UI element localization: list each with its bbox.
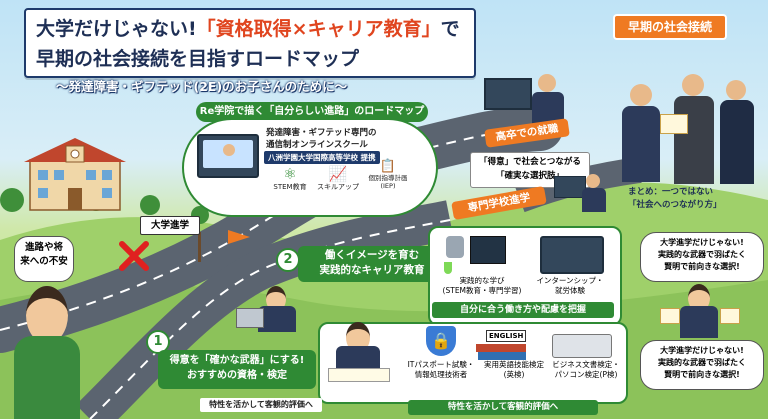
section1-footer-right: 特性を活かして客観的評価へ <box>408 400 598 415</box>
book-icon <box>476 344 526 352</box>
feature-stem-label: STEM教育 <box>273 183 307 191</box>
student-studying-illustration <box>318 318 398 382</box>
title-panel: 大学だけじゃない!「資格取得×キャリア教育」で 早期の社会接続を目指すロードマッ… <box>24 8 476 78</box>
child-sweater <box>14 336 80 419</box>
video-call-icon <box>540 236 604 274</box>
roadmap-desc-2: 通信制オンラインスクール <box>266 140 368 150</box>
student-head <box>688 284 710 312</box>
feature-skillup: 📈 スキルアップ <box>314 166 362 192</box>
person-head <box>586 174 600 188</box>
section2-item1: 実践的な学び (STEM教育・専門学習) <box>442 276 522 295</box>
laptop-illustration <box>197 134 259 178</box>
section1-footer-left: 特性を活かして客観的評価へ <box>200 398 322 412</box>
university-sign: 大学進学 <box>140 216 200 235</box>
worry-bubble: 進路や将 来への不安 <box>14 236 74 282</box>
student-uniform <box>680 306 718 338</box>
person-suit <box>720 100 754 184</box>
feature-skillup-label: スキルアップ <box>317 183 359 191</box>
office-workers-illustration <box>478 70 598 130</box>
tokui-line-2: 「確実な選択肢」 <box>495 171 564 181</box>
certificate-icon <box>660 308 680 324</box>
feature-iep: 📋 個別指導計画 (IEP) <box>362 159 414 191</box>
section2-footer: 自分に合う働き方や配慮を把握 <box>432 302 614 318</box>
robot-lab-illustration <box>442 232 512 274</box>
happy-student-illustration <box>660 282 740 338</box>
tokui-line-1: 「得意」で社会とつながる <box>479 157 581 167</box>
growth-chart-icon: 📈 <box>328 165 348 183</box>
person-suit <box>674 96 714 184</box>
keyboard-icon <box>552 334 612 358</box>
summary-line-2: 「社会へのつながり方」 <box>628 200 722 210</box>
person-head <box>630 84 652 106</box>
section1-item1: ITパスポート試験・ 情報処理技術者 <box>407 360 475 379</box>
step-2-number: 2 <box>276 248 300 272</box>
business-people-illustration <box>600 44 768 184</box>
student-laptop-illustration <box>236 286 320 334</box>
section1-title: 得意を「確かな武器」にする! おすすめの資格・検定 <box>158 350 316 389</box>
subtitle: 〜発達障害・ギフテッド(2E)のお子さんのために〜 <box>56 79 348 94</box>
section1-title-2: おすすめの資格・検定 <box>187 370 287 381</box>
section1-item2: 実用英語技能検定 (英検) <box>484 360 544 379</box>
internship-illustration <box>534 232 606 274</box>
certificate-icon <box>660 114 688 134</box>
book-icon <box>478 352 526 360</box>
flask-icon <box>444 262 452 274</box>
section2-item2: インターンシップ・ 就労体験 <box>536 276 604 295</box>
section2-title: 働くイメージを育む 実践的なキャリア教育 <box>298 246 446 282</box>
certificate-icon <box>720 308 740 324</box>
roadmap-desc-1: 発達障害・ギフテッド専門の <box>266 128 377 138</box>
child-head <box>26 286 68 344</box>
title-highlight: 「資格取得×キャリア教育」 <box>196 18 441 40</box>
speech-bubble-top: 大学進学だけじゃない! 実践的な武器で羽ばたく 賢明で前向きな選択! <box>640 232 764 282</box>
title-line-1: 大学だけじゃない!「資格取得×キャリア教育」で <box>36 14 460 41</box>
roadmap-header: Re学院で描く「自分らしい進路」のロードマップ <box>196 102 428 122</box>
person-head <box>726 80 746 100</box>
worried-child-illustration <box>0 286 96 419</box>
summary-text: まとめ：一つではない 「社会へのつながり方」 <box>628 186 722 212</box>
person-head <box>538 74 556 92</box>
title-part-c: で <box>440 18 460 40</box>
flag-icon <box>228 230 250 244</box>
teacher-icon <box>223 144 235 156</box>
section2-title-1: 働くイメージを育む <box>324 249 420 261</box>
monitor-icon <box>554 176 586 198</box>
person-suit <box>622 106 660 182</box>
student-uniform <box>258 306 296 332</box>
student-uniform <box>336 346 380 368</box>
section1-item3: ビジネス文書検定・ パソコン検定(P検) <box>552 360 620 379</box>
monitor-icon <box>484 78 532 110</box>
section2-title-2: 実践的なキャリア教育 <box>319 264 425 276</box>
partner-badge: 八洲学園大学国際高等学校 提携 <box>264 151 380 164</box>
atom-icon: ⚛ <box>283 165 297 183</box>
laptop-icon <box>236 308 264 328</box>
person-suit <box>582 188 606 212</box>
feature-iep-label: 個別指導計画 (IEP) <box>368 174 408 190</box>
title-part-a: 大学だけじゃない! <box>36 18 197 40</box>
early-social-label: 早期の社会接続 <box>613 14 727 40</box>
person-head <box>682 74 704 96</box>
english-books-icon: ENGLISH <box>476 330 528 360</box>
feature-stem: ⚛ STEM教育 <box>268 166 312 192</box>
robot-icon <box>446 236 464 258</box>
summary-line-1: まとめ：一つではない <box>628 187 714 197</box>
title-line-2: 早期の社会接続を目指すロードマップ <box>36 48 360 70</box>
clipboard-icon: 📋 <box>379 159 397 174</box>
shield-icon: 🔒 <box>426 326 456 356</box>
speech-bubble-bottom: 大学進学だけじゃない! 実践的な武器で羽ばたく 賢明で前向きな選択! <box>640 340 764 390</box>
english-label: ENGLISH <box>486 330 527 342</box>
section1-title-1: 得意を「確かな武器」にする! <box>169 355 305 366</box>
video-call-screen <box>203 140 253 168</box>
open-book-icon <box>328 368 390 382</box>
vocational-students-illustration <box>548 170 610 214</box>
student-head <box>266 286 286 312</box>
code-screen-icon <box>470 236 506 264</box>
